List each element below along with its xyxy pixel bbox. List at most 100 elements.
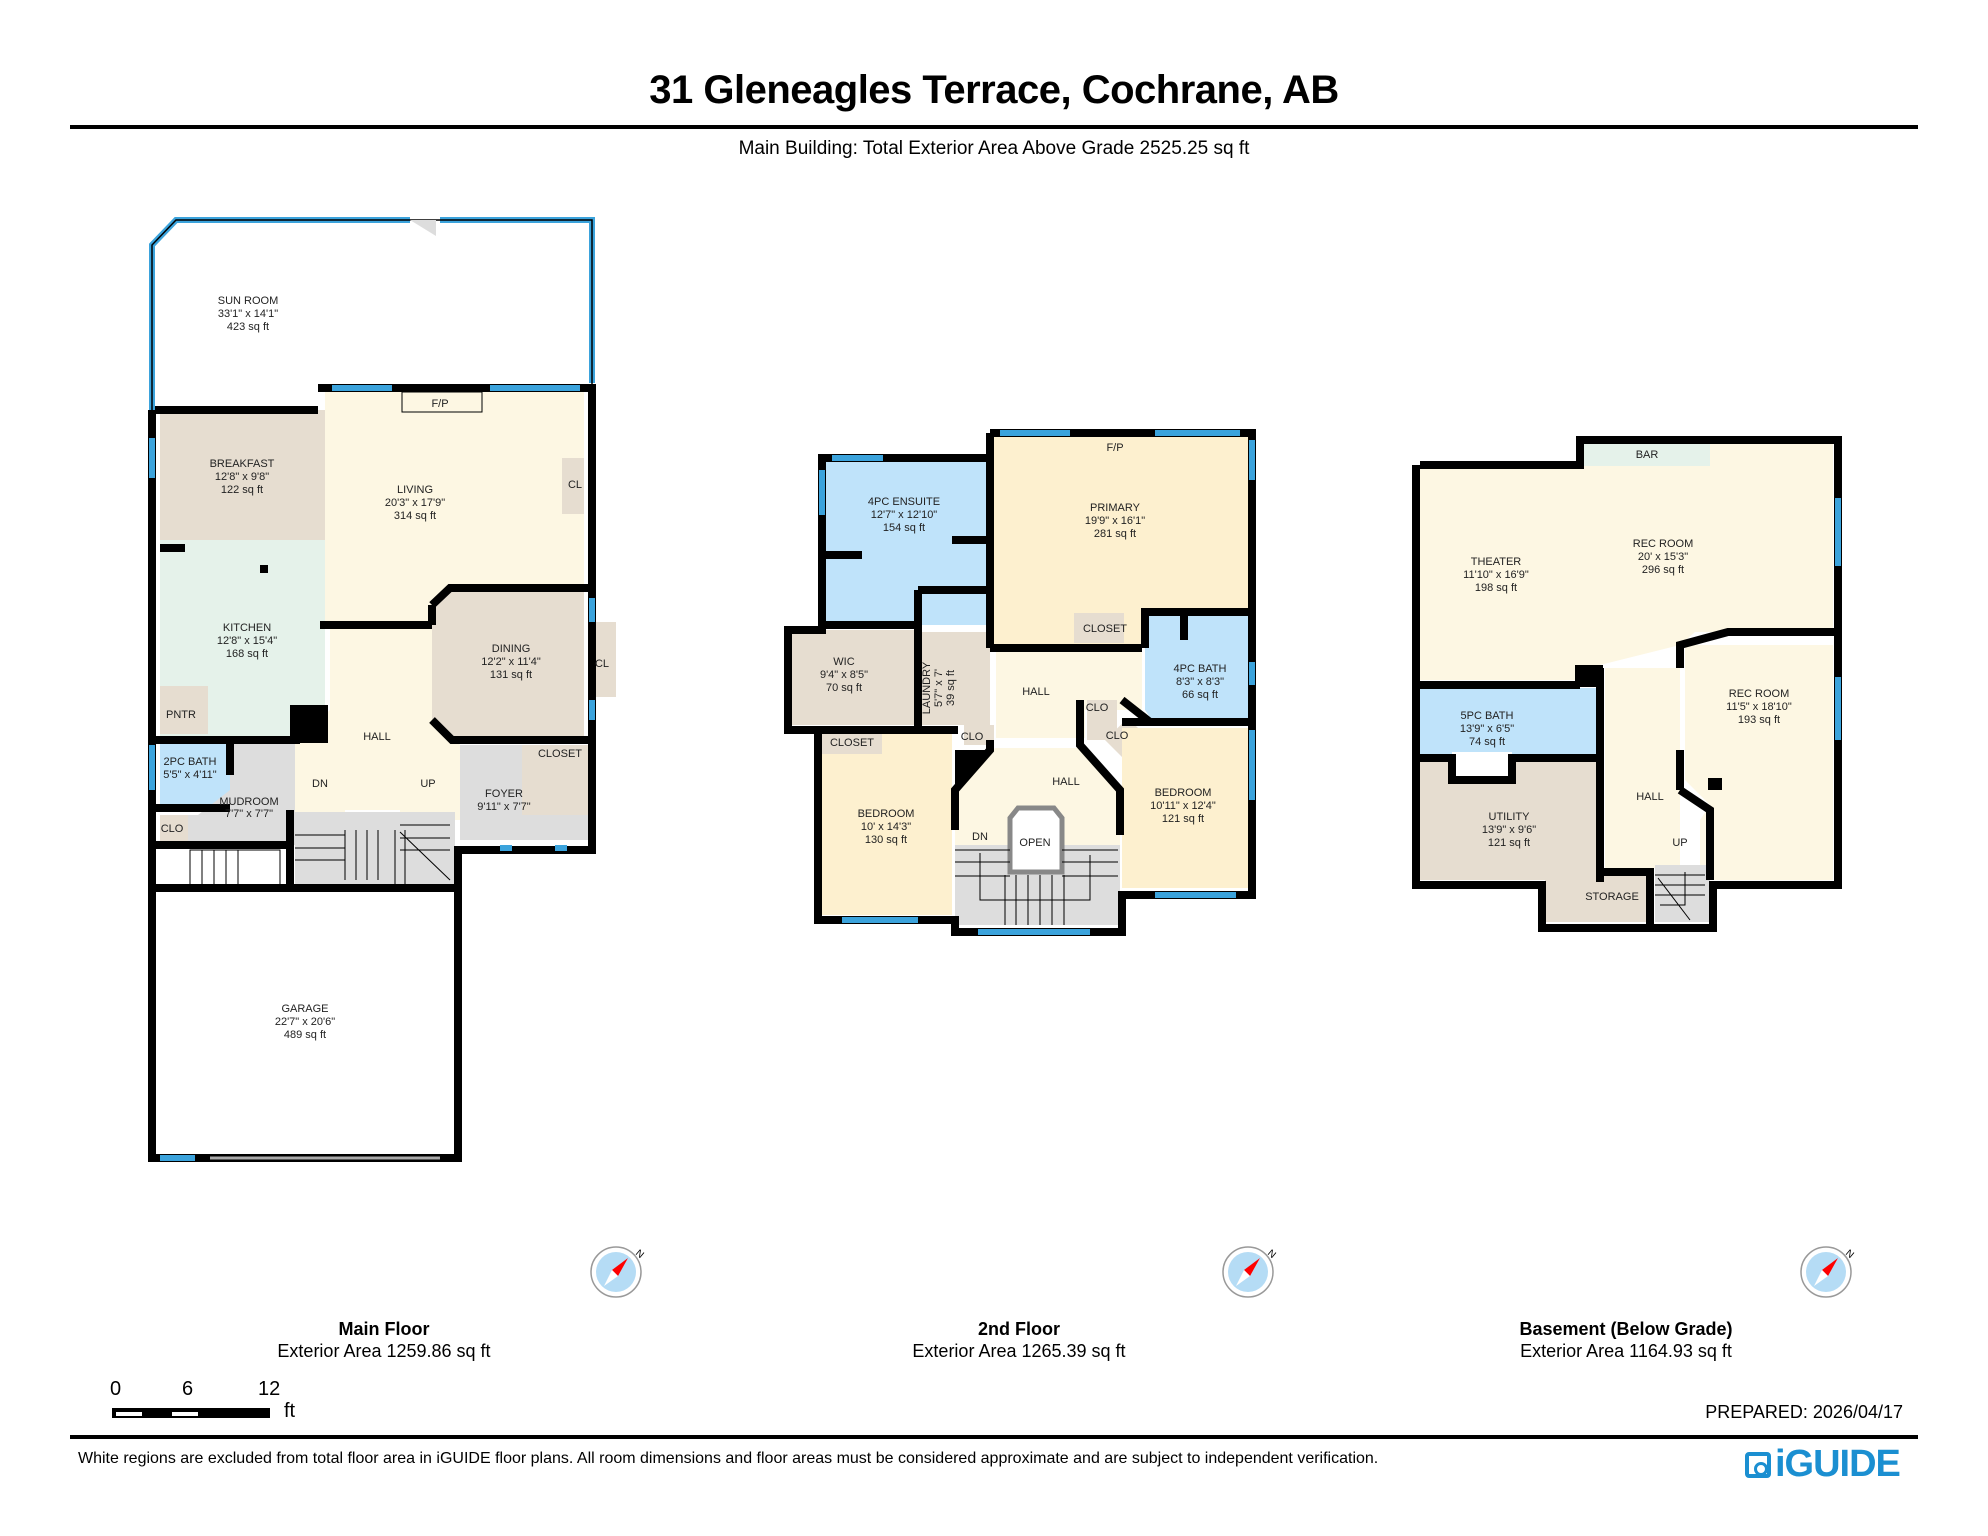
svg-text:CLOSET: CLOSET: [1083, 623, 1127, 635]
svg-text:12'7" x 12'10": 12'7" x 12'10": [871, 509, 938, 521]
svg-text:BAR: BAR: [1636, 449, 1659, 461]
label-mudroom: MUDROOM: [219, 796, 278, 808]
svg-text:11'10" x 16'9": 11'10" x 16'9": [1463, 569, 1529, 581]
svg-text:CLO: CLO: [1086, 702, 1109, 714]
room-hall-upper: [996, 648, 1142, 738]
label-rec-room-2: REC ROOM: [1729, 688, 1790, 700]
label-living: LIVING: [397, 484, 433, 496]
svg-text:122 sq ft: 122 sq ft: [221, 484, 263, 496]
label-sun-room: SUN ROOM: [218, 295, 279, 307]
compass-north-icon: N: [1222, 1246, 1278, 1298]
room-laundry: [918, 632, 990, 725]
svg-text:20'3" x 17'9": 20'3" x 17'9": [385, 497, 445, 509]
total-area-subtitle: Main Building: Total Exterior Area Above…: [738, 138, 1250, 159]
svg-text:22'7" x 20'6": 22'7" x 20'6": [275, 1016, 335, 1028]
label-4pc-bath: 4PC BATH: [1174, 663, 1227, 675]
iguide-logo: iGUIDE: [1745, 1443, 1901, 1486]
room-mudroom: [160, 744, 295, 845]
svg-text:19'9" x 16'1": 19'9" x 16'1": [1085, 515, 1145, 527]
label-4pc-ensuite: 4PC ENSUITE: [868, 496, 940, 508]
svg-text:70 sq ft: 70 sq ft: [826, 682, 862, 694]
room-living: [325, 390, 584, 625]
compass-north-icon: N: [1800, 1246, 1856, 1298]
disclaimer: White regions are excluded from total fl…: [78, 1450, 1379, 1467]
label-5pc-bath: 5PC BATH: [1461, 710, 1514, 722]
svg-text:10'11" x 12'4": 10'11" x 12'4": [1150, 800, 1216, 812]
label-primary: PRIMARY: [1090, 502, 1141, 514]
room-primary: [990, 433, 1252, 648]
label-utility: UTILITY: [1489, 811, 1531, 823]
page-title: 31 Gleneagles Terrace, Cochrane, AB: [649, 68, 1339, 112]
svg-text:13'9" x 9'6": 13'9" x 9'6": [1482, 824, 1536, 836]
svg-text:12'2" x 11'4": 12'2" x 11'4": [481, 656, 541, 668]
svg-text:489 sq ft: 489 sq ft: [284, 1029, 326, 1041]
svg-text:314 sq ft: 314 sq ft: [394, 510, 436, 522]
svg-text:20' x 15'3": 20' x 15'3": [1638, 551, 1688, 563]
svg-text:39 sq ft: 39 sq ft: [945, 670, 957, 706]
svg-text:DN: DN: [312, 778, 328, 790]
prepared-date: PREPARED: 2026/04/17: [1705, 1402, 1903, 1422]
svg-text:CL: CL: [595, 658, 609, 670]
svg-text:5'5" x 4'11": 5'5" x 4'11": [163, 769, 216, 781]
svg-text:13'9" x 6'5": 13'9" x 6'5": [1460, 723, 1514, 735]
room-rec-room-2: [1685, 645, 1833, 880]
svg-text:11'5" x 18'10": 11'5" x 18'10": [1726, 701, 1792, 713]
label-theater: THEATER: [1471, 556, 1522, 568]
room-5pc-bath: [1420, 688, 1598, 758]
label-kitchen: KITCHEN: [223, 622, 271, 634]
svg-text:12'8" x 9'8": 12'8" x 9'8": [215, 471, 269, 483]
svg-text:UP: UP: [420, 778, 435, 790]
svg-text:OPEN: OPEN: [1019, 837, 1050, 849]
svg-text:CL: CL: [568, 479, 582, 491]
svg-text:121 sq ft: 121 sq ft: [1162, 813, 1204, 825]
svg-text:CLO: CLO: [1106, 730, 1129, 742]
second-floor-plan: 4PC ENSUITE 12'7" x 12'10" 154 sq ft PRI…: [784, 429, 1256, 936]
room-utility: [1420, 758, 1650, 922]
room-4pc-ensuite: [825, 458, 990, 625]
camera-icon: [1745, 1451, 1771, 1478]
svg-text:9'4" x 8'5": 9'4" x 8'5": [820, 669, 868, 681]
stairs-up-basement: [1655, 865, 1710, 922]
bar: [1582, 443, 1710, 466]
room-dining: [432, 588, 584, 738]
svg-text:CLOSET: CLOSET: [538, 748, 582, 760]
label-laundry: LAUNDRY: [921, 661, 933, 714]
svg-text:12'8" x 15'4": 12'8" x 15'4": [217, 635, 277, 647]
label-rec-room: REC ROOM: [1633, 538, 1694, 550]
svg-text:UP: UP: [1672, 837, 1687, 849]
svg-text:CLO: CLO: [161, 823, 184, 835]
compass-north-icon: N: [590, 1246, 646, 1298]
room-rec-room: [1420, 440, 1833, 680]
svg-text:HALL: HALL: [1052, 776, 1080, 788]
svg-text:423 sq ft: 423 sq ft: [227, 321, 269, 333]
svg-text:7'7" x 7'7": 7'7" x 7'7": [225, 808, 273, 820]
room-bedroom-left: [822, 730, 952, 915]
svg-text:HALL: HALL: [1022, 686, 1050, 698]
header-divider: [70, 125, 1918, 129]
svg-text:F/P: F/P: [431, 398, 448, 410]
svg-text:9'11" x 7'7": 9'11" x 7'7": [477, 801, 530, 813]
svg-text:CLOSET: CLOSET: [830, 737, 874, 749]
svg-text:131 sq ft: 131 sq ft: [490, 669, 532, 681]
svg-text:PNTR: PNTR: [166, 709, 196, 721]
svg-text:10' x 14'3": 10' x 14'3": [861, 821, 911, 833]
room-hall-basement: [1605, 668, 1680, 868]
svg-text:193 sq ft: 193 sq ft: [1738, 714, 1780, 726]
label-foyer: FOYER: [485, 788, 523, 800]
main-floor-caption: Main Floor Exterior Area 1259.86 sq ft: [277, 1319, 491, 1361]
open-to-below: [1007, 805, 1065, 875]
label-bedroom-left: BEDROOM: [858, 808, 915, 820]
svg-text:281 sq ft: 281 sq ft: [1094, 528, 1136, 540]
room-2pc-bath: [160, 744, 230, 805]
label-hall: HALL: [363, 731, 391, 743]
svg-text:8'3" x 8'3": 8'3" x 8'3": [1176, 676, 1224, 688]
scale-bar: 0 6 12 ft: [110, 1378, 296, 1422]
basement-caption: Basement (Below Grade) Exterior Area 116…: [1519, 1319, 1733, 1361]
room-4pc-bath: [1145, 615, 1252, 720]
svg-text:74 sq ft: 74 sq ft: [1469, 736, 1505, 748]
room-hall: [295, 625, 460, 820]
second-floor-caption: 2nd Floor Exterior Area 1265.39 sq ft: [912, 1319, 1126, 1361]
room-wic: [788, 630, 918, 725]
room-garage: [160, 888, 455, 1153]
label-bedroom-right: BEDROOM: [1155, 787, 1212, 799]
